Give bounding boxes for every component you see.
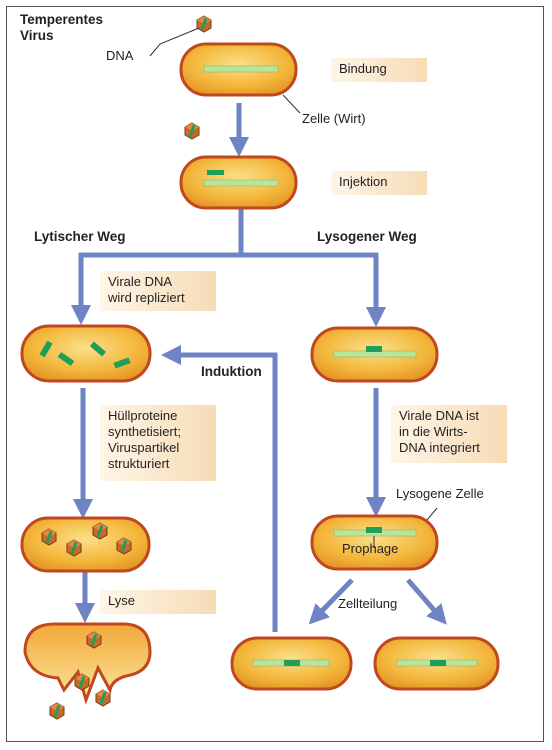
- host-label: Zelle (Wirt): [302, 111, 366, 126]
- phage-top-icon: [196, 15, 212, 33]
- lytic-path-label: Lytischer Weg: [34, 229, 126, 244]
- dna-pointer-line: [149, 27, 200, 57]
- cell-virus-particles: [20, 516, 151, 573]
- title-line-1: Temperentes: [20, 12, 104, 27]
- cell-lysing: [23, 622, 152, 720]
- label-bindung: Bindung: [331, 58, 427, 82]
- arrow-division-left: [308, 578, 354, 625]
- prophage-label: Prophage: [342, 541, 399, 556]
- cell-daughter-left: [230, 636, 353, 691]
- arrows: [71, 103, 447, 632]
- host-pointer-line: [282, 94, 301, 114]
- label-integration: Virale DNA ist in die Wirts- DNA integri…: [391, 405, 507, 463]
- cell-lysogenic: [310, 326, 439, 383]
- lysogenic-cell-label: Lysogene Zelle: [396, 486, 484, 501]
- cell-lytic-replicated: [20, 324, 152, 383]
- lysogenic-cell-pointer: [426, 507, 438, 521]
- cell-bindung: [179, 42, 298, 97]
- figure-frame: [6, 6, 544, 742]
- induction-label: Induktion: [201, 364, 262, 379]
- phage-free-icon: [184, 122, 200, 140]
- dna-label: DNA: [106, 48, 134, 63]
- cell-injektion: [179, 155, 298, 210]
- lysogenic-path-label: Lysogener Weg: [317, 229, 417, 244]
- label-proteins: Hüllproteine synthetisiert; Viruspartike…: [100, 405, 216, 481]
- title-line-2: Virus: [20, 28, 54, 43]
- label-lyse: Lyse: [100, 590, 216, 614]
- arrow-induction: [161, 345, 278, 632]
- cell-daughter-right: [373, 636, 500, 691]
- arrow-division-right: [406, 578, 447, 625]
- label-replication: Virale DNA wird repliziert: [100, 271, 216, 311]
- label-injektion: Injektion: [331, 171, 427, 195]
- zellteilung-label: Zellteilung: [338, 596, 398, 611]
